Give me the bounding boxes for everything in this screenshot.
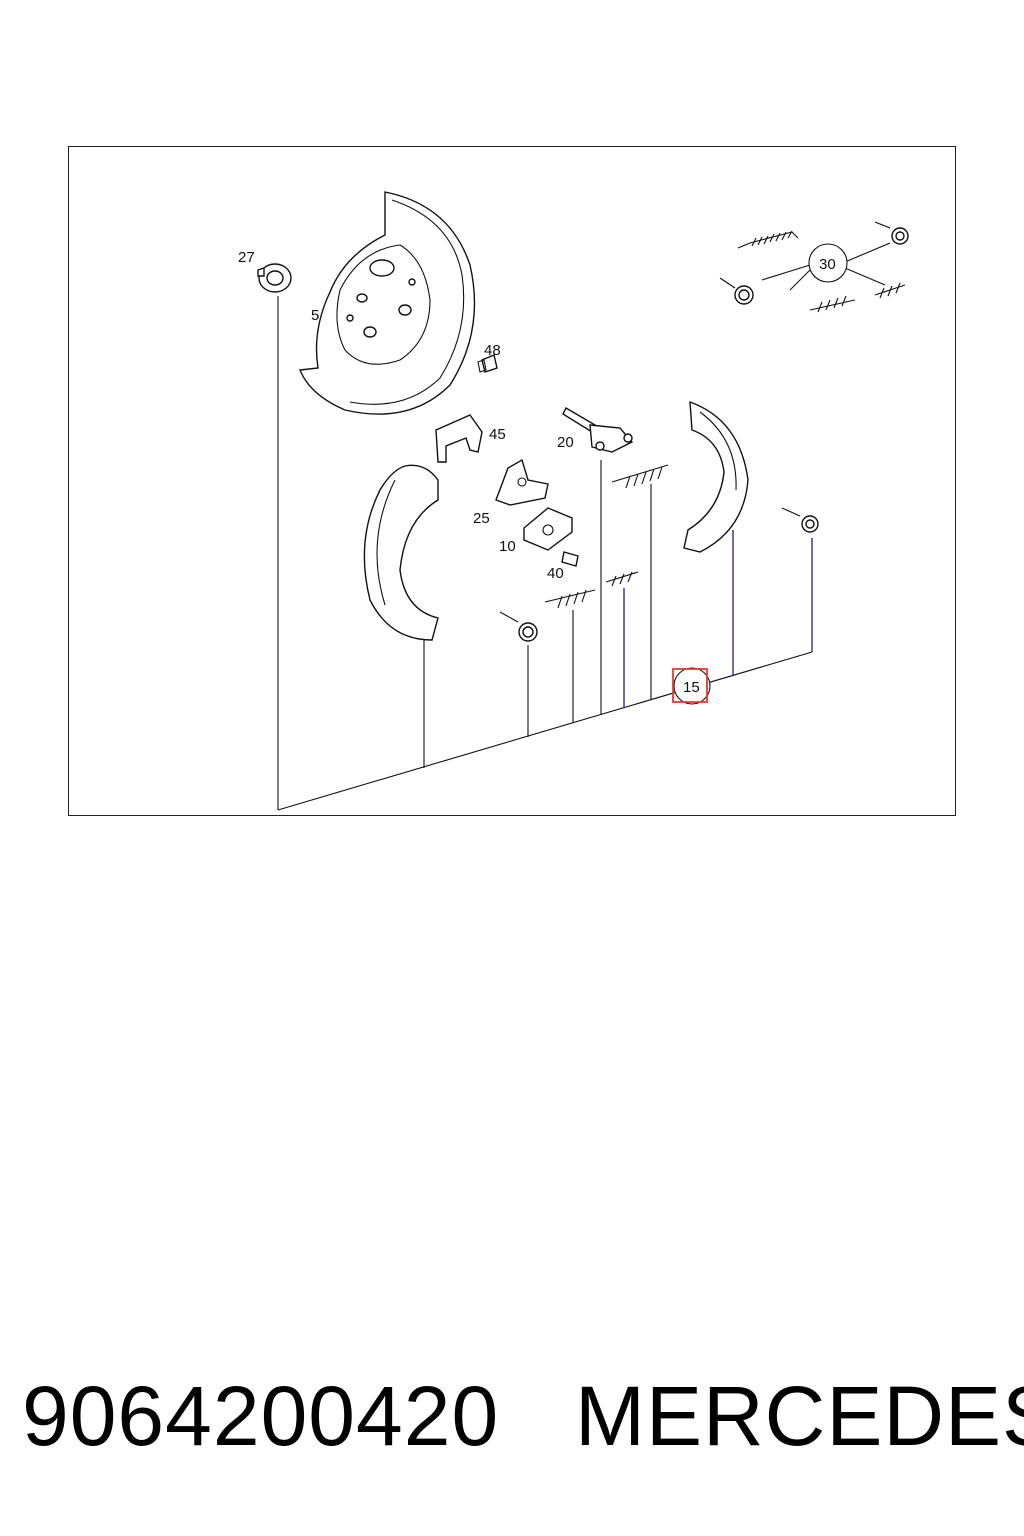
brand-label: MERCEDES — [575, 1369, 1024, 1463]
callout-25: 25 — [473, 510, 490, 527]
part-48-bolt — [477, 354, 498, 373]
diagram-frame — [68, 146, 956, 816]
callout-15: 15 — [683, 679, 700, 696]
springs — [499, 464, 819, 642]
leader-lines — [277, 242, 891, 811]
left-brake-shoe — [363, 464, 439, 641]
callout-30-circle — [808, 243, 848, 283]
part-40-bolt — [561, 551, 579, 567]
part-5-backing-plate — [299, 191, 476, 415]
callout-15-highlight-box — [672, 668, 708, 703]
part-20-adjuster — [562, 407, 634, 453]
part-30-spring-kit — [719, 221, 909, 313]
callout-27: 27 — [238, 249, 255, 266]
callout-20: 20 — [557, 434, 574, 451]
right-brake-shoe — [683, 400, 749, 553]
callout-45: 45 — [489, 426, 506, 443]
callout-5: 5 — [311, 307, 319, 324]
callout-15-circle — [673, 667, 711, 705]
part-number-label: 9064200420 — [22, 1369, 500, 1463]
callout-labels: 27 5 48 30 45 20 25 10 40 15 — [238, 243, 848, 705]
part-10-bracket — [523, 507, 573, 551]
callout-10: 10 — [499, 538, 516, 555]
part-45-clip — [435, 414, 483, 463]
part-25-lever — [495, 458, 549, 506]
callout-30: 30 — [819, 256, 836, 273]
callout-48: 48 — [484, 342, 501, 359]
callout-40: 40 — [547, 565, 564, 582]
part-27-bushing — [257, 263, 292, 293]
